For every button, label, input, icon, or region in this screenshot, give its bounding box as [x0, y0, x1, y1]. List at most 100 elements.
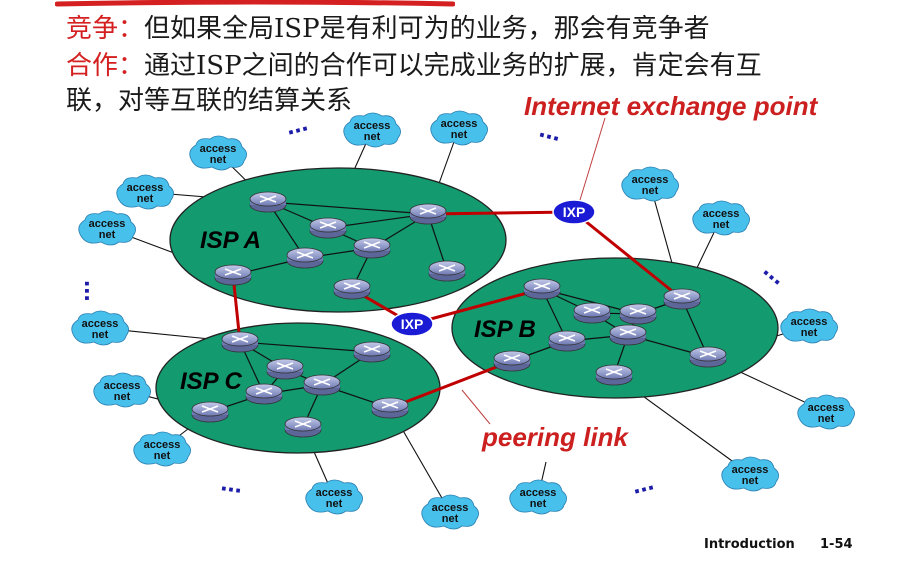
competition-label: 竞争： [66, 14, 145, 44]
cooperation-line: 合作：通过ISP之间的合作可以完成业务的扩展，肯定会有互 [66, 45, 762, 82]
access-net-label: net [154, 450, 171, 462]
isp-a-label: ISP A [200, 227, 261, 254]
access-net-label: net [742, 475, 759, 487]
router-icon [286, 247, 324, 269]
access-net-label: access [104, 380, 141, 392]
peering-link-label: peering link [481, 422, 629, 452]
isp-b-label: ISP B [474, 316, 536, 343]
isp-c-label: ISP C [180, 368, 242, 395]
router-icon [266, 358, 304, 380]
access-net-label: access [82, 318, 119, 330]
ixp-label: IXP [563, 204, 586, 220]
cooperation-line-2: 联，对等互联的结算关系 [66, 86, 353, 116]
access-net-label: net [99, 229, 116, 241]
header-swoosh [55, 0, 455, 7]
access-net-label: net [92, 329, 109, 341]
footer-section: Introduction [704, 537, 795, 552]
ellipsis-dots: ... [219, 466, 245, 499]
router-icon [191, 401, 229, 423]
ellipsis-dots: ... [758, 254, 794, 291]
access-net-label: access [200, 143, 237, 155]
access-net-label: access [520, 487, 557, 499]
access-net-label: net [210, 154, 227, 166]
internal-link [239, 341, 373, 353]
access-net-label: access [127, 182, 164, 194]
router-icon [371, 397, 409, 419]
access-net-label: net [137, 193, 154, 205]
access-net-label: net [642, 185, 659, 197]
access-net-label: net [713, 219, 730, 231]
access-net-label: net [326, 498, 343, 510]
peering-link-line [427, 210, 575, 216]
internet-exchange-point-label: Internet exchange point [524, 91, 819, 121]
router-icon [595, 364, 633, 386]
router-icon [333, 278, 371, 300]
router-icon [523, 278, 561, 300]
callout-line [579, 117, 606, 201]
ixp-exchange-point: IXP [552, 199, 596, 225]
router-icon [353, 237, 391, 259]
callout-line [461, 389, 491, 425]
ellipsis-dots: ... [628, 465, 656, 499]
competition-line: 竞争：但如果全局ISP是有利可为的业务，那会有竞争者 [66, 8, 710, 45]
access-net-label: net [530, 498, 547, 510]
access-net-label: net [818, 413, 835, 425]
router-icon [493, 350, 531, 372]
router-icon [221, 331, 259, 353]
ixp-label: IXP [401, 316, 424, 332]
internal-link [267, 201, 429, 215]
access-net-label: access [432, 502, 469, 514]
ixp-middle: IXP [390, 311, 434, 337]
footer-page: 1-54 [820, 537, 853, 552]
router-icon [303, 374, 341, 396]
cooperation-text-1: 通过ISP之间的合作可以完成业务的扩展，肯定会有互 [144, 51, 762, 81]
router-icon [619, 303, 657, 325]
access-net-label: access [808, 402, 845, 414]
access-net-label: net [364, 131, 381, 143]
access-net-label: access [441, 118, 478, 130]
router-icon [689, 346, 727, 368]
router-icon [428, 260, 466, 282]
router-icon [309, 217, 347, 239]
router-icon [245, 383, 283, 405]
peering-link-line [389, 359, 513, 410]
access-net-label: access [732, 464, 769, 476]
peering-link-line [573, 210, 683, 301]
access-net-label: net [801, 327, 818, 339]
access-net-label: access [632, 174, 669, 186]
ellipsis-dots: ... [282, 106, 310, 140]
access-net-label: net [442, 513, 459, 525]
router-icon [353, 341, 391, 363]
access-net-label: net [114, 391, 131, 403]
access-net-label: access [791, 316, 828, 328]
access-net-label: access [703, 208, 740, 220]
access-net-label: access [89, 218, 126, 230]
router-icon [249, 191, 287, 213]
ellipsis-dots: ... [79, 280, 109, 302]
router-icon [214, 264, 252, 286]
router-icon [609, 324, 647, 346]
router-icon [548, 330, 586, 352]
router-icon [573, 302, 611, 324]
router-icon [663, 288, 701, 310]
access-net-label: access [316, 487, 353, 499]
router-icon [284, 416, 322, 438]
peering-link-line [411, 287, 543, 326]
